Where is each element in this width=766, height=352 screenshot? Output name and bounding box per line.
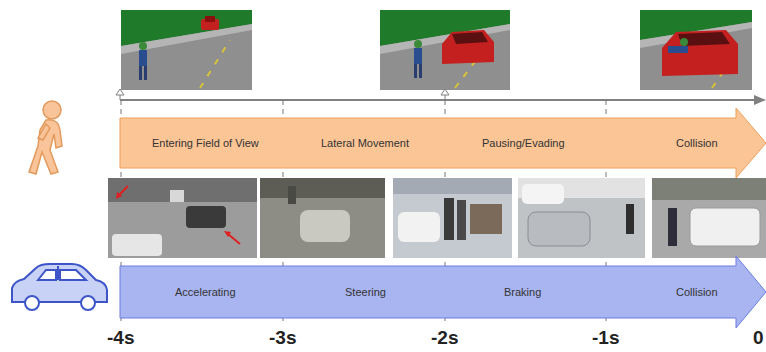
phase-segment: Steering — [341, 283, 390, 301]
pedestrian-phase-band — [120, 108, 766, 178]
phase-segment: Braking — [500, 283, 545, 301]
time-label: -4s — [107, 327, 134, 349]
time-label: 0 — [753, 327, 764, 349]
phase-label: Steering — [345, 285, 386, 299]
phase-segment: Entering Field of View — [148, 134, 263, 152]
scene-illustration — [640, 10, 752, 90]
phase-label: Entering Field of View — [152, 136, 259, 150]
phase-segment: Lateral Movement — [317, 134, 413, 152]
phase-label: Collision — [676, 285, 718, 299]
time-label: -3s — [269, 327, 296, 349]
phase-segment: Accelerating — [171, 283, 240, 301]
car-icon — [12, 264, 107, 310]
time-label: -2s — [431, 327, 458, 349]
photo-strip — [108, 178, 766, 258]
vehicle-phase-band — [120, 256, 766, 328]
phase-label: Lateral Movement — [321, 136, 409, 150]
phase-label: Collision — [676, 136, 718, 150]
phase-segment: Collision — [672, 283, 722, 301]
phase-segment: Collision — [672, 134, 722, 152]
phase-label: Pausing/Evading — [482, 136, 565, 150]
timeline-arrow — [116, 89, 766, 105]
scene-illustration — [121, 10, 252, 90]
phase-segment: Pausing/Evading — [478, 134, 569, 152]
phase-label: Braking — [504, 285, 541, 299]
phase-label: Accelerating — [175, 285, 236, 299]
time-label: -1s — [592, 327, 619, 349]
pedestrian-icon — [29, 101, 62, 174]
scene-illustration — [380, 10, 510, 90]
